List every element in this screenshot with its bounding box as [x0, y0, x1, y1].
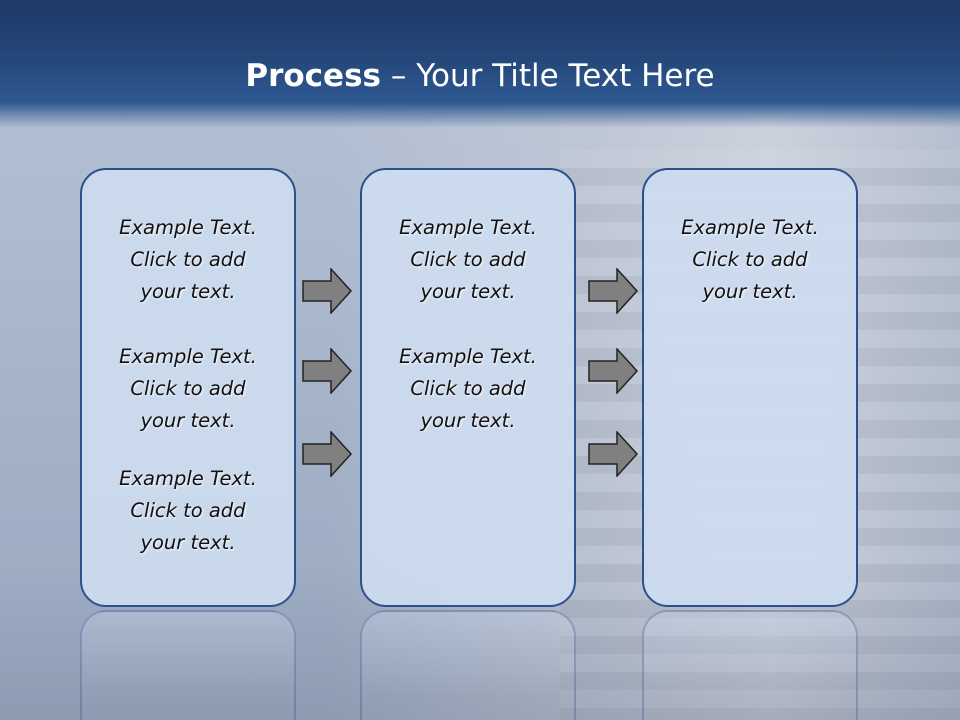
- text-line: Click to add: [410, 248, 526, 271]
- text-block[interactable]: Example Text. Click to add your text.: [362, 212, 574, 308]
- text-line: your text.: [140, 280, 236, 303]
- text-line: Click to add: [130, 499, 246, 522]
- title-rest-text: – Your Title Text Here: [381, 58, 715, 94]
- text-block[interactable]: Example Text. Click to add your text.: [362, 341, 574, 437]
- text-block[interactable]: Example Text. Click to add your text.: [82, 463, 294, 559]
- text-line: Click to add: [130, 248, 246, 271]
- column-2-reflection: [360, 610, 576, 720]
- right-arrow-icon[interactable]: [302, 268, 352, 314]
- slide-title[interactable]: Process – Your Title Text Here: [0, 54, 960, 98]
- text-block[interactable]: Example Text. Click to add your text.: [644, 212, 856, 308]
- text-line: Example Text.: [119, 216, 257, 239]
- text-line: your text.: [420, 280, 516, 303]
- process-column-3[interactable]: Example Text. Click to add your text.: [642, 168, 858, 607]
- right-arrow-icon[interactable]: [588, 431, 638, 477]
- text-line: your text.: [140, 531, 236, 554]
- text-block[interactable]: Example Text. Click to add your text.: [82, 212, 294, 308]
- column-3-reflection: [642, 610, 858, 720]
- process-column-2[interactable]: Example Text. Click to add your text. Ex…: [360, 168, 576, 607]
- right-arrow-icon[interactable]: [588, 268, 638, 314]
- title-bold-text: Process: [245, 58, 381, 94]
- process-column-1[interactable]: Example Text. Click to add your text. Ex…: [80, 168, 296, 607]
- right-arrow-icon[interactable]: [302, 348, 352, 394]
- right-arrow-icon[interactable]: [302, 431, 352, 477]
- right-arrow-icon[interactable]: [588, 348, 638, 394]
- text-line: Example Text.: [399, 345, 537, 368]
- text-line: Click to add: [692, 248, 808, 271]
- text-line: Click to add: [130, 377, 246, 400]
- text-line: Example Text.: [119, 345, 257, 368]
- text-block[interactable]: Example Text. Click to add your text.: [82, 341, 294, 437]
- text-line: Example Text.: [119, 467, 257, 490]
- text-line: Click to add: [410, 377, 526, 400]
- text-line: your text.: [420, 409, 516, 432]
- title-bar: [0, 0, 960, 128]
- text-line: Example Text.: [681, 216, 819, 239]
- text-line: your text.: [140, 409, 236, 432]
- text-line: Example Text.: [399, 216, 537, 239]
- column-1-reflection: [80, 610, 296, 720]
- text-line: your text.: [702, 280, 798, 303]
